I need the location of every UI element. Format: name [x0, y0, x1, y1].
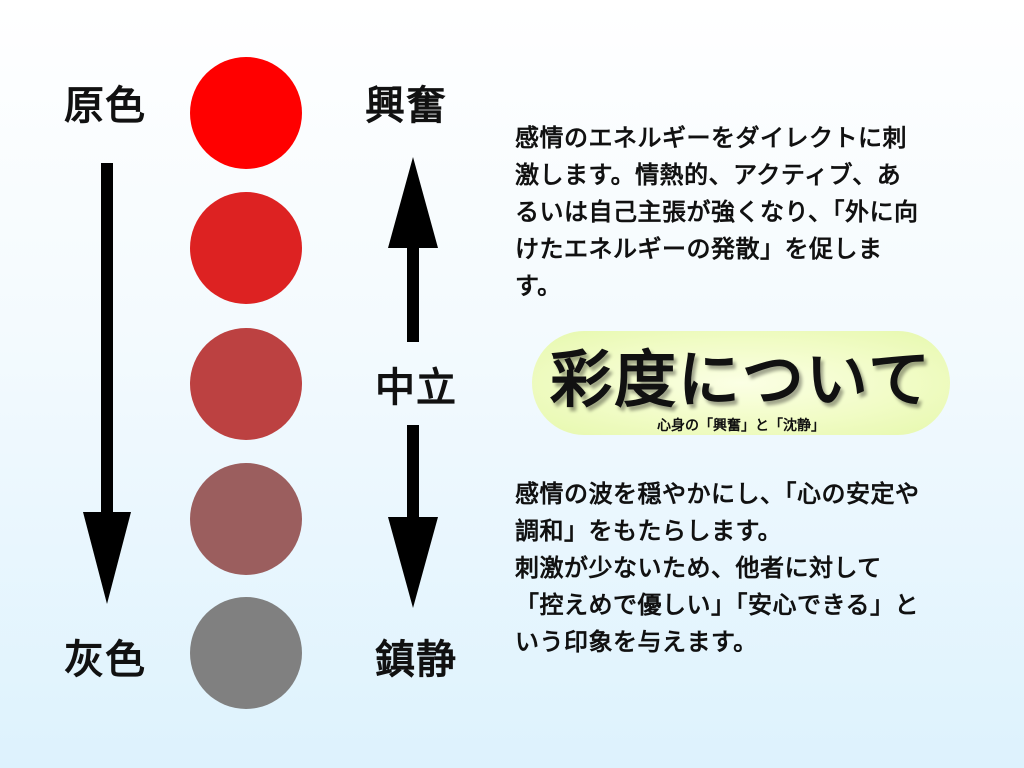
down-arrow — [388, 425, 438, 608]
up-arrow — [388, 157, 438, 342]
left-down-arrow — [83, 163, 131, 604]
excitement-description: 感情のエネルギーをダイレクトに刺 激します。情熱的、アクティブ、あ るいは自己主… — [515, 123, 919, 300]
page-title: 彩度について — [549, 343, 933, 416]
color-circle-4 — [190, 463, 302, 575]
label-excitement: 興奮 — [365, 82, 447, 129]
label-neutral: 中立 — [375, 364, 457, 411]
calm-description: 感情の波を穏やかにし、「心の安定や 調和」をもたらします。 刺激が少ないため、他… — [515, 479, 920, 656]
color-circle-1 — [190, 57, 302, 169]
color-circle-3 — [190, 328, 302, 440]
color-circle-2 — [190, 192, 302, 304]
color-circle-5 — [190, 597, 302, 709]
page-subtitle: 心身の「興奮」と「沈静」 — [657, 418, 825, 434]
label-gray: 灰色 — [64, 636, 146, 683]
title-badge: 彩度について 心身の「興奮」と「沈静」 — [532, 331, 950, 435]
label-calm: 鎮静 — [375, 636, 457, 683]
label-pure-color: 原色 — [64, 82, 146, 129]
